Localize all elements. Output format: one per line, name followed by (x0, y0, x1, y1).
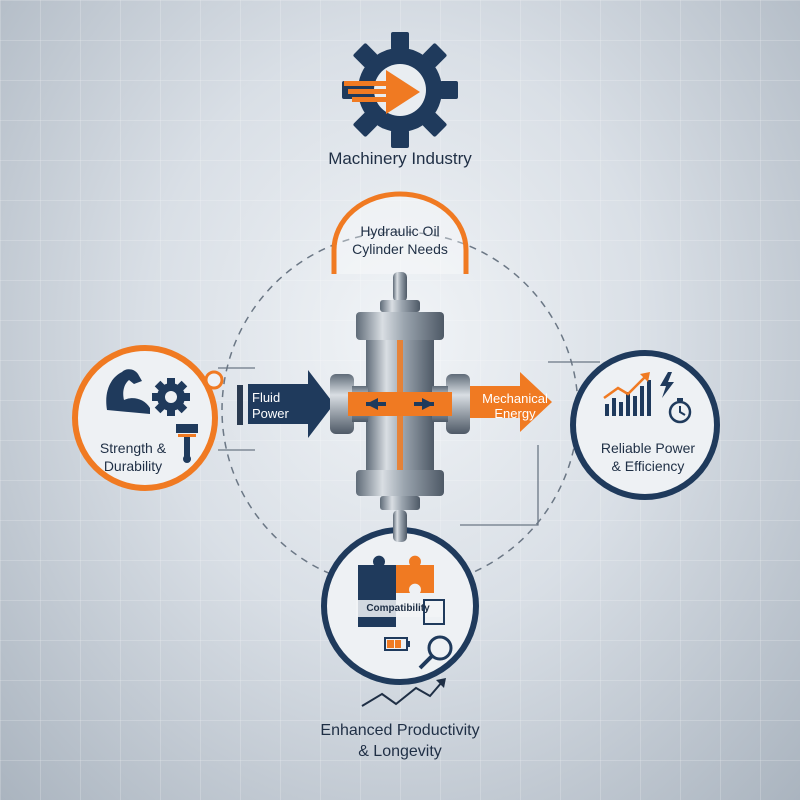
trend-line-icon (361, 681, 443, 707)
magnifier-icon (418, 635, 453, 670)
mechanical-energy-label-line1: Mechanical (482, 391, 548, 406)
fluid-power-label-line1: Fluid (252, 390, 281, 405)
needs-arch (331, 191, 469, 274)
puzzle-icon (356, 555, 446, 627)
needs-label-line1: Hydraulic Oil (360, 223, 440, 239)
piston-icon (176, 424, 198, 463)
page-title: Machinery Industry (328, 149, 472, 168)
lightning-icon (660, 372, 674, 398)
mechanical-energy-arrow (464, 372, 552, 432)
reliable-label-line1: Reliable Power (600, 440, 696, 456)
growth-chart-icon (603, 372, 651, 416)
fluid-power-label-line2: Power (252, 406, 289, 421)
strength-label-line1: Strength & (99, 440, 167, 456)
connector-lines (218, 361, 600, 526)
fluid-power-arrow (248, 370, 334, 438)
reliable-label-line2: & Efficiency (611, 458, 685, 474)
battery-icon (384, 637, 410, 651)
strength-label-line2: Durability (103, 458, 163, 474)
reliability-node (570, 350, 720, 500)
mechanical-energy-label-line2: Energy (494, 406, 536, 421)
flexed-arm-icon (106, 369, 150, 414)
compatibility-badge: Compatibility (366, 603, 430, 614)
gear-arrow-icon (342, 32, 458, 148)
stopwatch-icon (668, 398, 692, 424)
hydraulic-cylinder (330, 272, 470, 542)
productivity-label-line2: & Longevity (358, 743, 442, 760)
needs-label-line2: Cylinder Needs (352, 241, 448, 257)
gear-icon (152, 378, 190, 416)
productivity-label-line1: Enhanced Productivity (320, 722, 480, 739)
strength-node (72, 345, 224, 491)
